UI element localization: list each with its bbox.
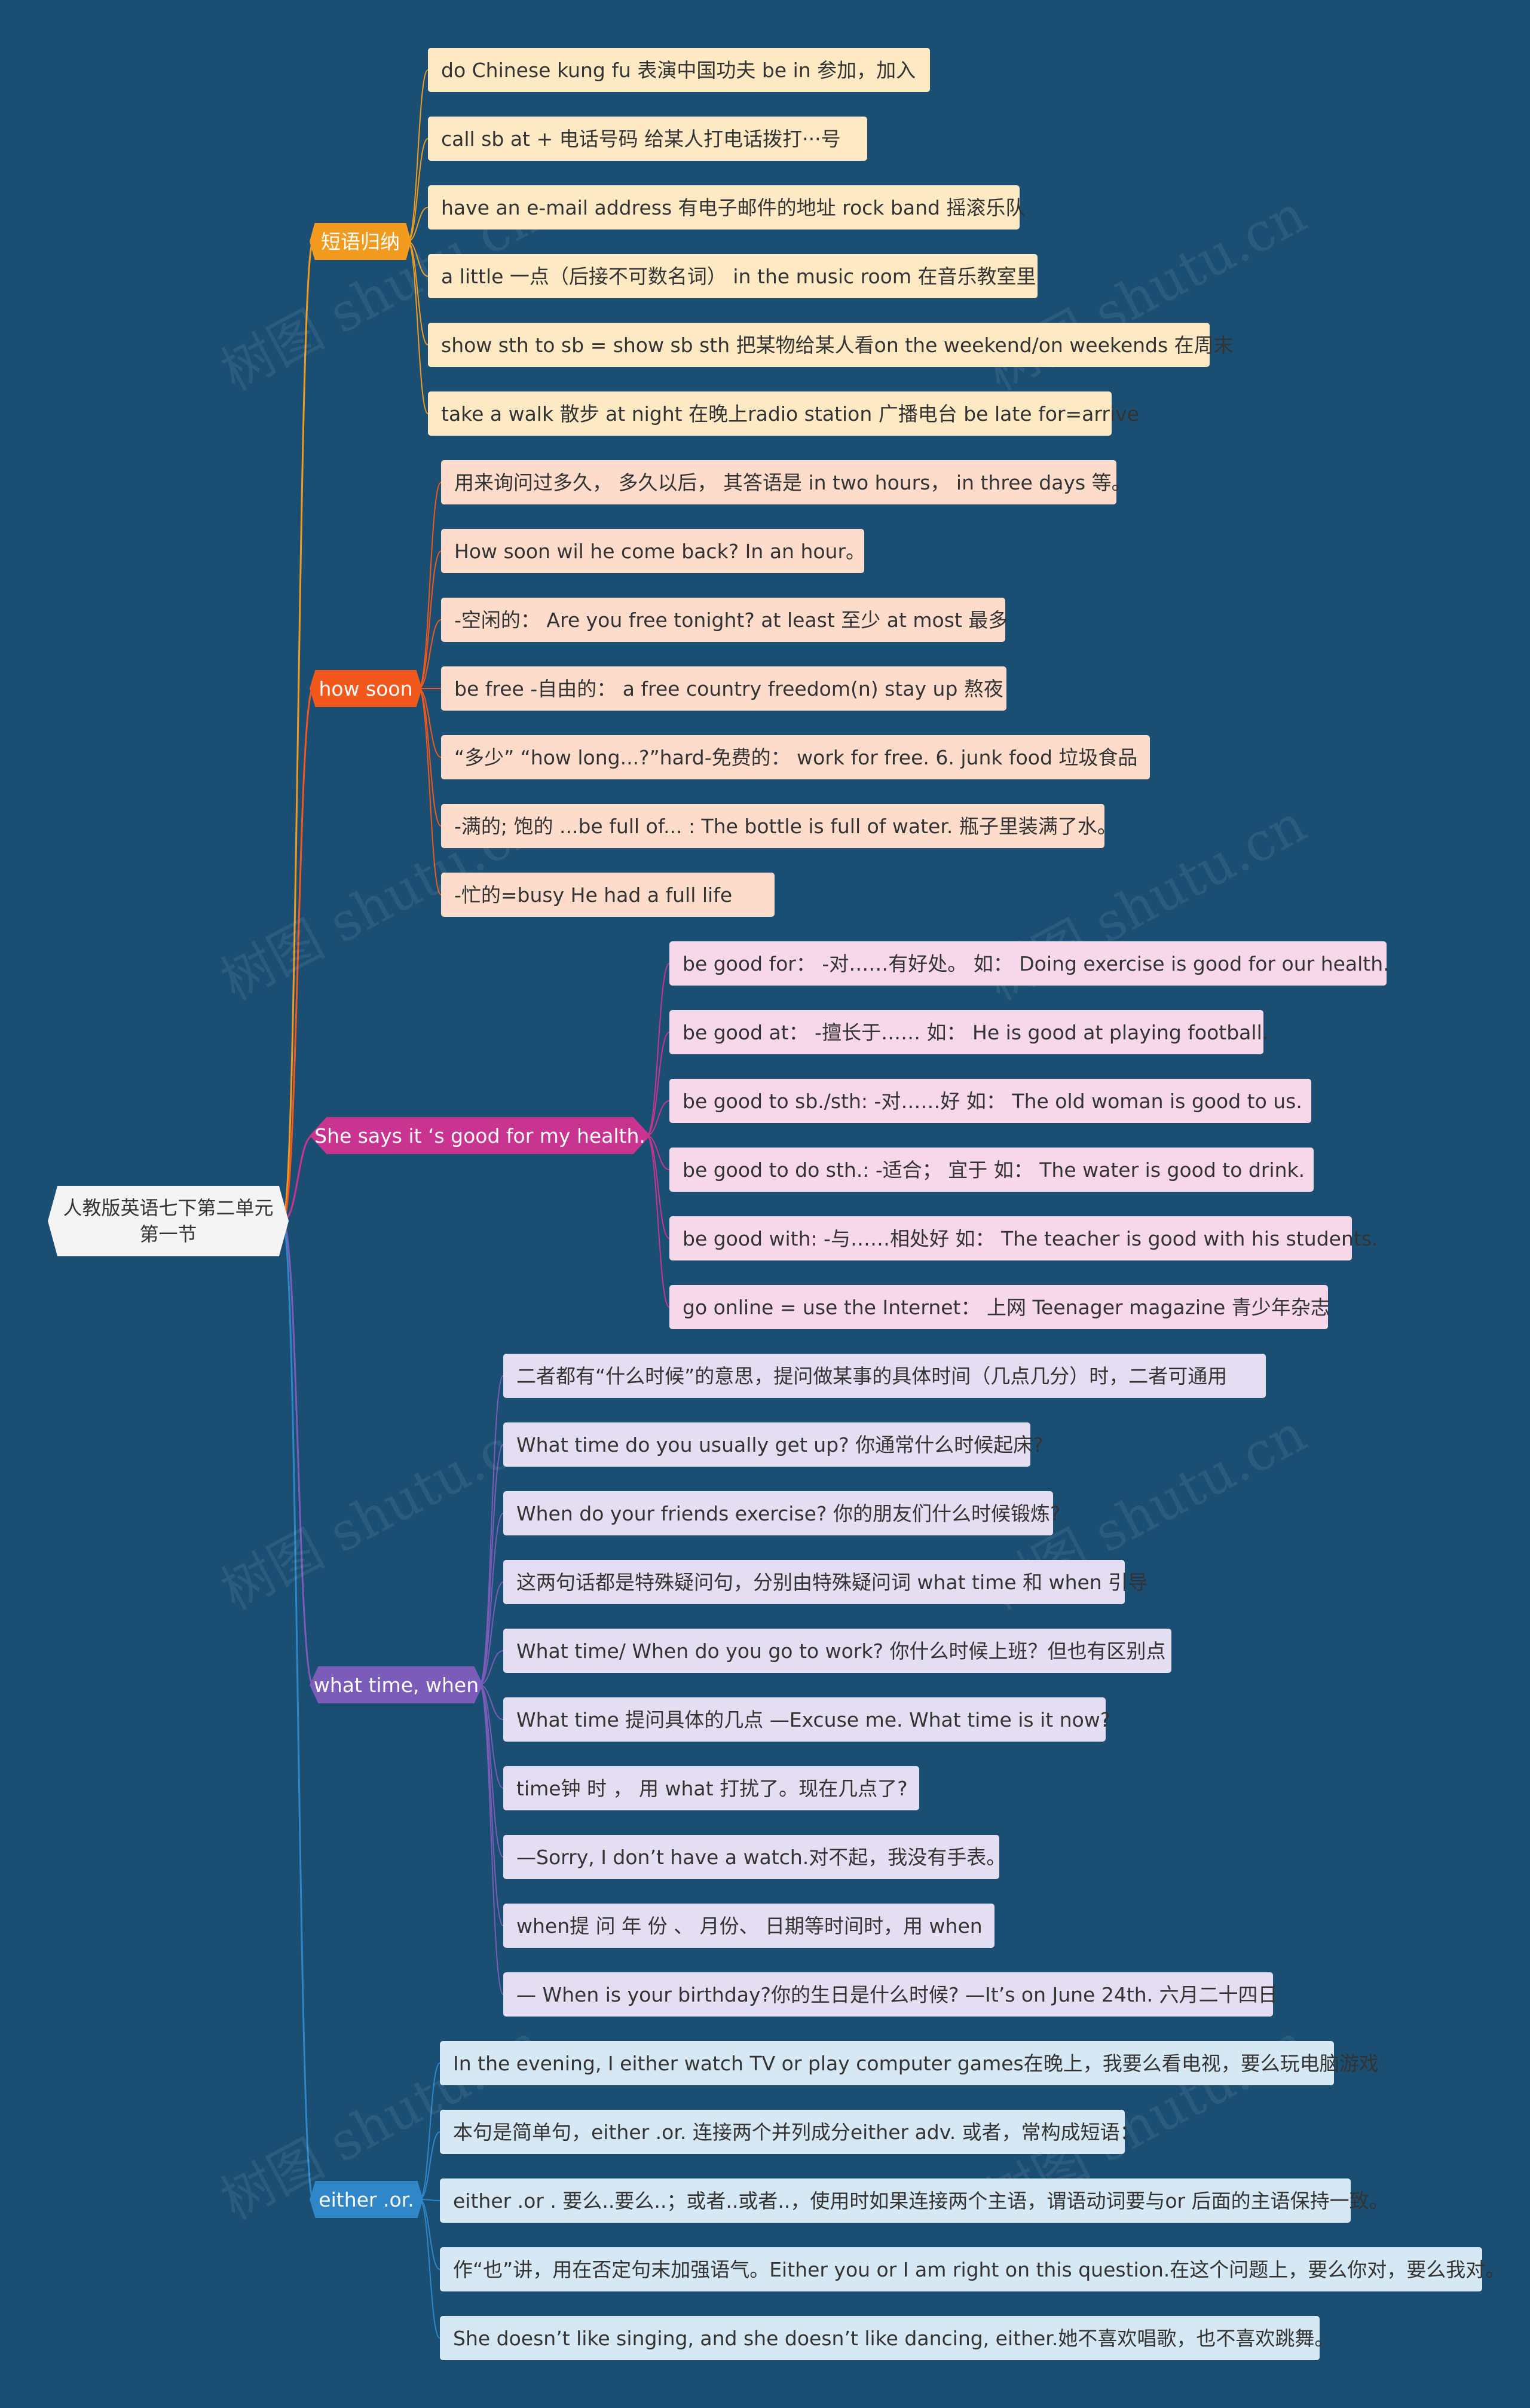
leaf-connector	[479, 1513, 504, 1685]
leaf-connector	[418, 482, 442, 689]
leaf-connector	[479, 1444, 504, 1685]
list-item[interactable]: either .or . 要么..要么..；或者..或者..，使用时如果连接两个…	[440, 2178, 1389, 2223]
leaf-connector	[407, 69, 429, 242]
root-topic[interactable]: 人教版英语七下第二单元第一节	[48, 1186, 289, 1256]
leaf-connector	[646, 1135, 670, 1170]
leaf-connector	[419, 2131, 440, 2200]
branch-connector	[281, 1220, 314, 2201]
list-item[interactable]: -满的; 饱的 ...be full of... : The bottle is…	[441, 804, 1117, 848]
list-item[interactable]: 本句是简单句，either .or. 连接两个并列成分either adv. 或…	[440, 2110, 1140, 2154]
leaf-connector	[418, 688, 442, 895]
list-item[interactable]: What time/ When do you go to work? 你什么时候…	[503, 1629, 1171, 1673]
list-item[interactable]: be free -自由的： a free country freedom(n) …	[441, 666, 1006, 711]
leaf-connector	[418, 688, 442, 758]
list-item[interactable]: -空闲的： Are you free tonight? at least 至少 …	[441, 598, 1008, 642]
list-item[interactable]: She doesn’t like singing, and she doesn’…	[440, 2316, 1334, 2360]
list-item[interactable]: What time do you usually get up? 你通常什么时候…	[503, 1422, 1044, 1467]
list-item[interactable]: 这两句话都是特殊疑问句，分别由特殊疑问词 what time 和 when 引导	[503, 1560, 1148, 1604]
leaf-connector	[479, 1684, 504, 1720]
list-item[interactable]: be good to sb./sth: -对……好 如： The old wom…	[669, 1079, 1311, 1123]
list-item[interactable]: 用来询问过多久， 多久以后， 其答语是 in two hours， in thr…	[441, 460, 1131, 504]
leaf-connector	[479, 1650, 504, 1685]
leaf-connector	[419, 2199, 440, 2270]
branch-good-for-health[interactable]: She says it ‘s good for my health.	[310, 1117, 650, 1154]
leaf-connector	[479, 1684, 504, 1789]
leaf-connector	[646, 1135, 670, 1308]
list-item[interactable]: when提 问 年 份 、 月份、 日期等时间时，用 when	[503, 1904, 994, 1948]
list-item[interactable]: take a walk 散步 at night 在晚上radio station…	[428, 391, 1139, 436]
leaf-connector	[479, 1684, 504, 1858]
list-item[interactable]: be good to do sth.: -适合； 宜于 如： The water…	[669, 1148, 1314, 1192]
leaf-connector	[479, 1581, 504, 1685]
list-item[interactable]: be good with: -与……相处好 如： The teacher is …	[669, 1216, 1378, 1260]
leaf-connector	[407, 241, 429, 345]
branch-connector	[281, 240, 314, 1222]
list-item[interactable]: time钟 时 ， 用 what 打扰了。现在几点了?	[503, 1766, 919, 1810]
list-item[interactable]: -忙的=busy He had a full life	[441, 873, 775, 917]
branch-connector	[281, 1220, 314, 1686]
leaf-connector	[479, 1684, 504, 1995]
branch-phrase-summary[interactable]: 短语归纳	[310, 223, 411, 260]
list-item[interactable]: be good for： -对……有好处。 如： Doing exercise …	[669, 941, 1390, 986]
branch-connector	[281, 687, 314, 1222]
list-item[interactable]: call sb at + 电话号码 给某人打电话拨打···号	[428, 117, 867, 161]
leaf-connector	[418, 688, 442, 827]
list-item[interactable]: —Sorry, I don’t have a watch.对不起，我没有手表。	[503, 1835, 1006, 1879]
list-item[interactable]: go online = use the Internet： 上网 Teenage…	[669, 1285, 1330, 1329]
leaf-connector	[418, 619, 442, 689]
list-item[interactable]: How soon wil he come back? In an hour。	[441, 529, 865, 573]
list-item[interactable]: What time 提问具体的几点 —Excuse me. What time …	[503, 1697, 1110, 1742]
list-item[interactable]: do Chinese kung fu 表演中国功夫 be in 参加，加入	[428, 48, 930, 92]
leaf-connector	[419, 2063, 440, 2200]
leaf-connector	[479, 1684, 504, 1926]
list-item[interactable]: When do your friends exercise? 你的朋友们什么时候…	[503, 1491, 1060, 1535]
leaf-connector	[407, 138, 429, 242]
list-item[interactable]: In the evening, I either watch TV or pla…	[440, 2041, 1379, 2085]
list-item[interactable]: 作“也”讲，用在否定句末加强语气。Either you or I am righ…	[440, 2247, 1505, 2291]
branch-what-time-when[interactable]: what time, when	[310, 1666, 483, 1703]
branch-how-soon[interactable]: how soon	[310, 670, 422, 707]
list-item[interactable]: be good at： -擅长于…… 如： He is good at play…	[669, 1010, 1268, 1054]
leaf-connector	[407, 241, 429, 414]
leaf-connector	[418, 550, 442, 689]
leaf-connector	[646, 1100, 670, 1136]
leaf-connector	[646, 963, 670, 1136]
list-item[interactable]: show sth to sb = show sb sth 把某物给某人看on t…	[428, 323, 1234, 367]
list-item[interactable]: a little 一点（后接不可数名词） in the music room 在…	[428, 254, 1038, 298]
leaf-connector	[646, 1135, 670, 1239]
list-item[interactable]: “多少” “how long...?”hard-免费的： work for fr…	[441, 735, 1150, 779]
list-item[interactable]: have an e-mail address 有电子邮件的地址 rock ban…	[428, 185, 1025, 230]
leaf-connector	[419, 2199, 440, 2339]
list-item[interactable]: — When is your birthday?你的生日是什么时候? —It’s…	[503, 1972, 1278, 2017]
branch-either-or[interactable]: either .or.	[310, 2181, 423, 2218]
list-item[interactable]: 二者都有“什么时候”的意思，提问做某事的具体时间（几点几分）时，二者可通用	[503, 1354, 1266, 1398]
leaf-connector	[646, 1032, 670, 1136]
